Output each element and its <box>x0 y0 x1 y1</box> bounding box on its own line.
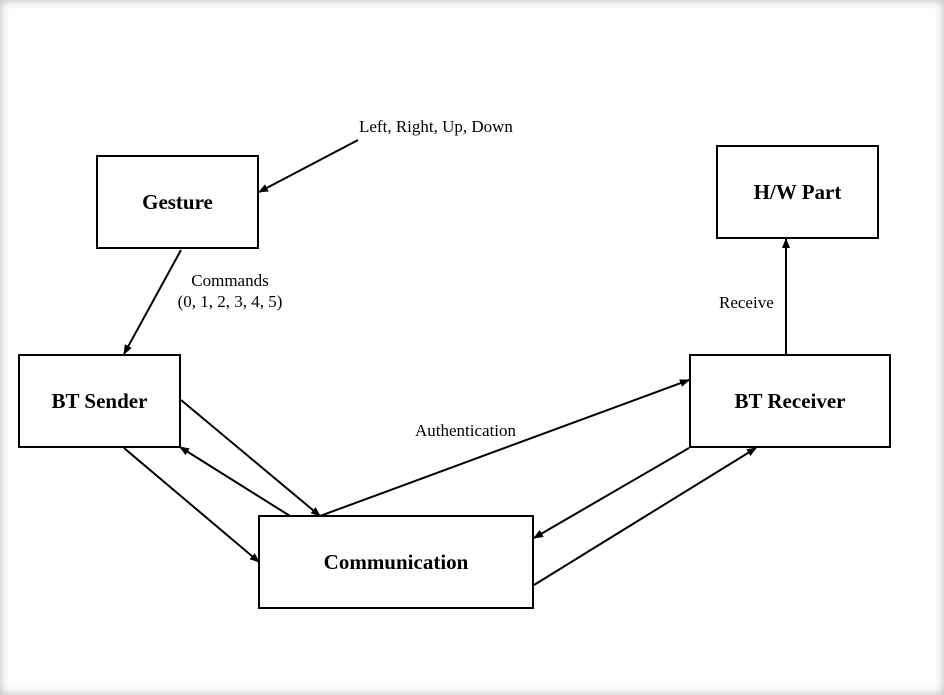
arrow-input-to-gesture <box>258 139 359 193</box>
arrow-gesture-to-bt-sender <box>123 249 182 355</box>
hw-part-box: H/W Part <box>716 145 879 239</box>
arrow-bt-sender-to-communication <box>180 399 321 517</box>
gesture-box: Gesture <box>96 155 259 249</box>
bt-sender-box: BT Sender <box>18 354 181 448</box>
commands-label: Commands (0, 1, 2, 3, 4, 5) <box>160 270 300 312</box>
authentication-label: Authentication <box>415 421 517 440</box>
arrow-bt-sender-to-communication-lower <box>123 447 260 563</box>
commands-label-line2: (0, 1, 2, 3, 4, 5) <box>177 292 283 311</box>
gesture-input-label: Left, Right, Up, Down <box>359 117 513 136</box>
bt-receiver-box: BT Receiver <box>689 354 891 448</box>
arrow-communication-to-bt-receiver <box>533 447 757 586</box>
arrow-bt-receiver-to-communication <box>533 447 690 539</box>
receive-label: Receive <box>719 293 774 312</box>
communication-box: Communication <box>258 515 534 609</box>
arrow-communication-to-bt-receiver-authentication <box>319 379 690 517</box>
commands-label-line1: Commands <box>191 271 269 290</box>
arrow-communication-to-bt-sender <box>179 446 291 517</box>
